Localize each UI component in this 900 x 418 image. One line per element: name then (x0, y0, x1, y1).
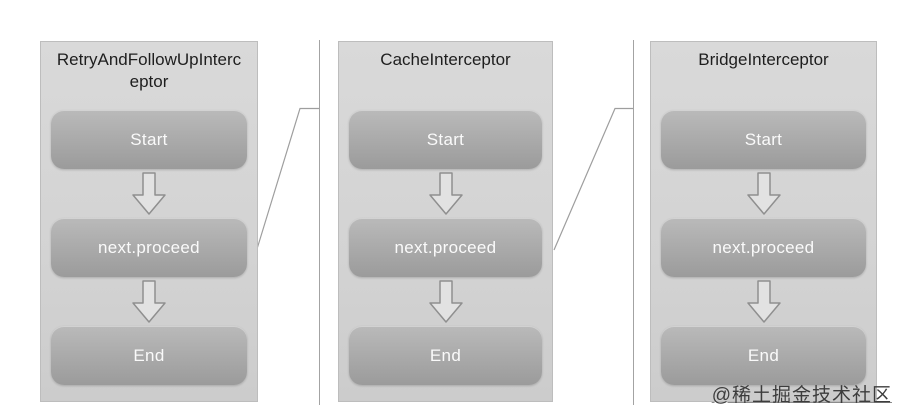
arrow-down-icon (428, 280, 463, 323)
arrow-down-icon (132, 280, 166, 323)
interceptor-title: RetryAndFollowUpInterceptor (56, 50, 242, 92)
interceptor-title: BridgeInterceptor (698, 50, 829, 69)
arrow-down-icon (428, 172, 463, 215)
flow-node-start: Start (661, 110, 866, 169)
proceed-connector-line-2 (553, 107, 633, 251)
interceptor-box-retry-and-follow-up: RetryAndFollowUpInterceptor Start next.p… (40, 41, 258, 402)
arrow-down-icon (746, 280, 781, 323)
flow-node-start: Start (349, 110, 542, 169)
proceed-connector-line-1 (256, 107, 319, 250)
flow-node-end: End (51, 326, 247, 385)
flow-node-next-proceed: next.proceed (51, 218, 247, 277)
flow-node-start: Start (51, 110, 247, 169)
arrow-down-icon (132, 172, 166, 215)
interceptor-box-cache: CacheInterceptor Start next.proceed End (338, 41, 553, 402)
interceptor-box-bridge: BridgeInterceptor Start next.proceed End (650, 41, 877, 402)
flow-node-next-proceed: next.proceed (661, 218, 866, 277)
juejin-watermark: @稀土掘金技术社区 (711, 385, 892, 406)
flow-node-end: End (349, 326, 542, 385)
arrow-down-icon (746, 172, 781, 215)
flow-node-next-proceed: next.proceed (349, 218, 542, 277)
interceptor-title: CacheInterceptor (380, 50, 511, 69)
flow-node-end: End (661, 326, 866, 385)
